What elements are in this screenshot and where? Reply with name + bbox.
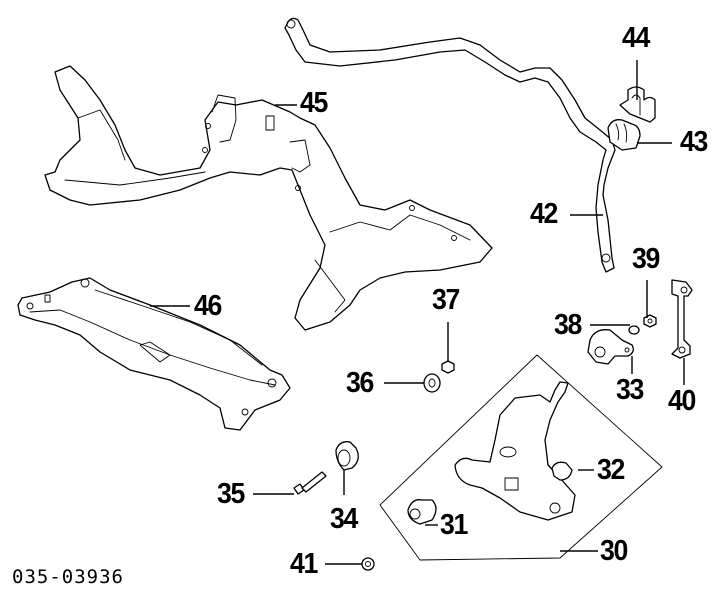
nut-37-drawing[interactable] — [441, 360, 455, 374]
ball-joint-bushing-drawing[interactable] — [551, 461, 573, 481]
washer-36-drawing[interactable] — [423, 373, 441, 393]
callout-33[interactable]: 33 — [616, 374, 644, 406]
front-bushing-drawing[interactable] — [407, 499, 437, 525]
callout-36[interactable]: 36 — [346, 367, 374, 399]
stabilizer-link-drawing[interactable] — [671, 279, 693, 359]
diagram-code: 035-03936 — [12, 566, 124, 588]
callout-32[interactable]: 32 — [597, 454, 625, 486]
nut-39-drawing[interactable] — [643, 314, 657, 328]
stabilizer-bar-drawing[interactable] — [284, 17, 616, 273]
callout-38[interactable]: 38 — [554, 309, 582, 341]
callout-31[interactable]: 31 — [440, 509, 468, 541]
crossmember-bushing-drawing[interactable] — [335, 441, 359, 471]
callout-35[interactable]: 35 — [217, 478, 245, 510]
nut-41-drawing[interactable] — [361, 557, 375, 571]
rear-crossmember-drawing[interactable] — [17, 277, 291, 431]
callout-42[interactable]: 42 — [530, 198, 558, 230]
washer-38-drawing[interactable] — [628, 325, 640, 335]
callout-41[interactable]: 41 — [290, 548, 318, 580]
leader-lines — [150, 60, 685, 565]
callout-40[interactable]: 40 — [668, 385, 696, 417]
rear-bushing-bracket-drawing[interactable] — [587, 329, 634, 365]
assembly-boundary — [379, 354, 663, 561]
stabilizer-bushing-drawing[interactable] — [607, 119, 641, 151]
callout-43[interactable]: 43 — [680, 126, 708, 158]
callout-39[interactable]: 39 — [632, 243, 660, 275]
callout-34[interactable]: 34 — [330, 503, 358, 535]
callout-45[interactable]: 45 — [300, 87, 328, 119]
bolt-35-drawing[interactable] — [293, 471, 327, 495]
front-suspension-member-drawing[interactable] — [44, 65, 493, 331]
lower-control-arm-drawing[interactable] — [454, 381, 576, 521]
callout-37[interactable]: 37 — [432, 284, 460, 316]
callout-46[interactable]: 46 — [194, 290, 222, 322]
callout-44[interactable]: 44 — [622, 22, 650, 54]
callout-30[interactable]: 30 — [600, 535, 628, 567]
